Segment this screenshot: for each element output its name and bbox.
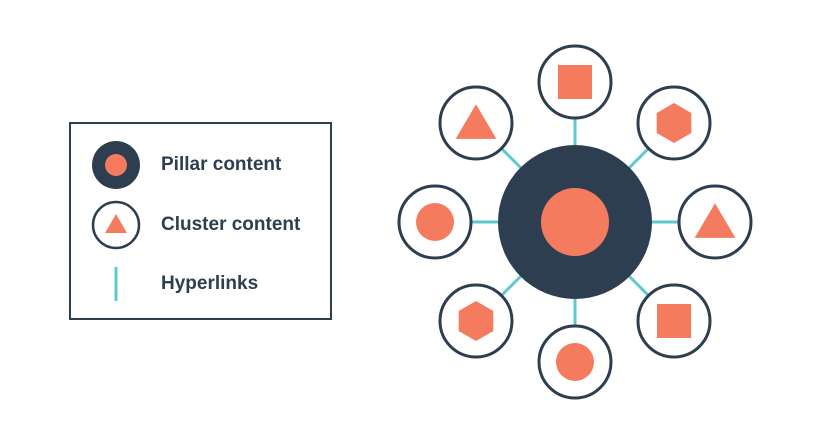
legend: Pillar content Cluster content Hyperlink… <box>69 122 332 320</box>
legend-row-hyperlinks: Hyperlinks <box>71 259 330 309</box>
square-icon <box>558 65 592 99</box>
legend-row-pillar: Pillar content <box>71 140 330 190</box>
triangle-icon <box>694 203 736 238</box>
cluster-node-top-right <box>636 85 712 161</box>
pillar-content-icon <box>92 141 140 189</box>
cluster-content-icon <box>91 200 141 250</box>
legend-row-cluster: Cluster content <box>71 200 330 250</box>
square-icon <box>656 303 691 338</box>
cluster-nodes <box>397 44 753 400</box>
hyperlink-line-bottom-right <box>628 275 650 297</box>
hyperlink-line-bottom-left <box>500 275 522 297</box>
hexagon-icon <box>656 103 692 144</box>
cluster-node-right <box>677 184 753 260</box>
hexagon-icon <box>458 300 494 341</box>
hyperlink-icon <box>114 267 118 301</box>
cluster-node-bottom-right <box>636 283 712 359</box>
cluster-node-top-left <box>438 85 514 161</box>
cluster-node-top <box>537 44 613 120</box>
hyperlink-line-top-right <box>628 147 650 169</box>
circle-icon <box>556 343 594 381</box>
cluster-node-bottom <box>537 324 613 400</box>
pillar-inner-circle-icon <box>541 188 609 256</box>
cluster-node-left <box>397 184 473 260</box>
hyperlinks-layer <box>471 118 679 326</box>
legend-label-pillar: Pillar content <box>161 154 282 175</box>
pillar-node <box>498 145 652 299</box>
cluster-node-bottom-left <box>438 283 514 359</box>
circle-icon <box>416 203 454 241</box>
hyperlink-line-top-left <box>500 147 522 169</box>
legend-label-hyperlinks: Hyperlinks <box>161 273 259 294</box>
legend-label-cluster: Cluster content <box>161 214 301 235</box>
triangle-icon <box>455 104 497 139</box>
